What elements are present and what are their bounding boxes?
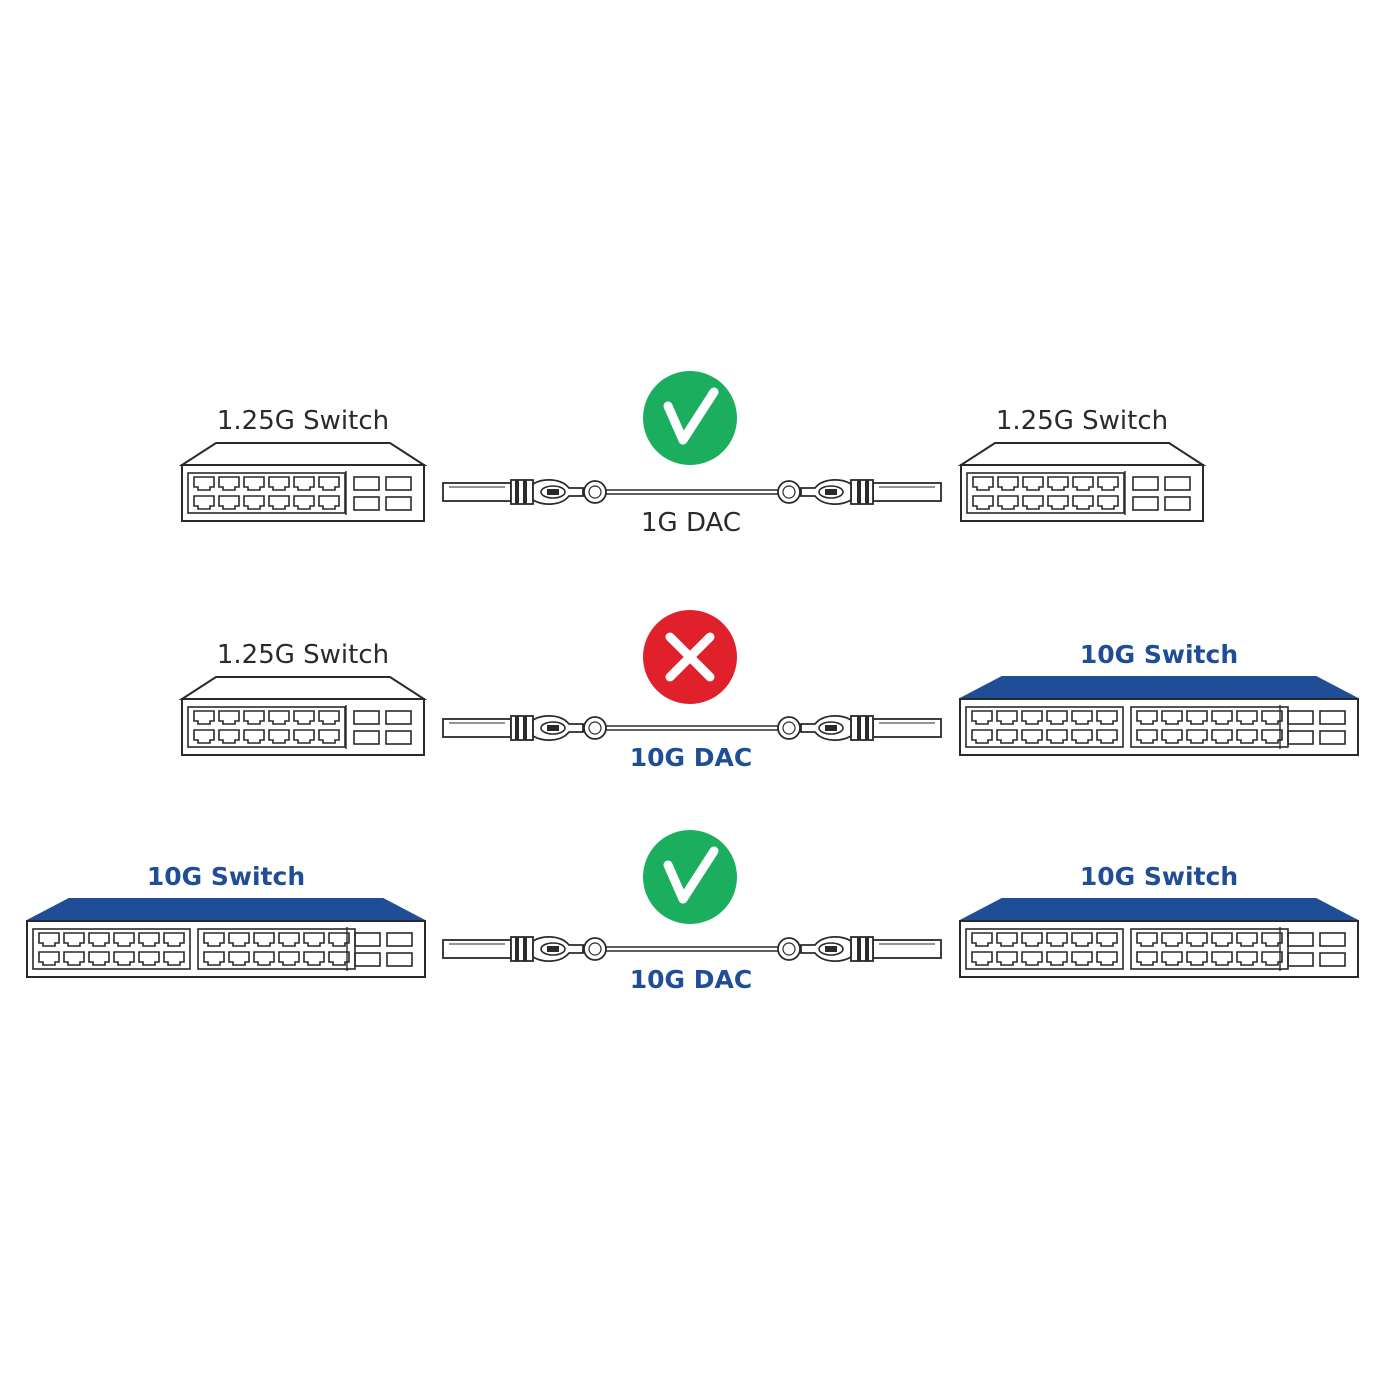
port-bank xyxy=(1130,928,1289,970)
dac-connector-right xyxy=(777,479,942,505)
switch-left-label: 1.25G Switch xyxy=(217,640,389,670)
dac-cable xyxy=(442,479,942,505)
dac-cable xyxy=(442,936,942,962)
switch-left-label: 10G Switch xyxy=(147,862,305,891)
switch-body xyxy=(960,464,1204,522)
row-1: 1.25G Switch 1.25G Switch 1G DAC xyxy=(178,371,1207,538)
port-bank xyxy=(187,706,346,748)
switch-top xyxy=(178,676,428,700)
cable-label: 10G DAC xyxy=(630,743,752,772)
switch-left xyxy=(178,676,428,756)
port-bank xyxy=(965,928,1124,970)
cross-mark xyxy=(665,632,715,682)
dac-connector-left xyxy=(442,715,607,741)
switch-right-label: 1.25G Switch xyxy=(996,406,1168,436)
check-icon xyxy=(643,371,737,465)
dac-connector-left xyxy=(442,936,607,962)
switch-right xyxy=(959,676,1359,756)
port-bank xyxy=(187,472,346,514)
port-bank xyxy=(1130,706,1289,748)
switch-left-label: 1.25G Switch xyxy=(217,406,389,436)
switch-body xyxy=(181,698,425,756)
switch-left xyxy=(26,898,426,978)
dac-connector-right xyxy=(777,715,942,741)
status-badge xyxy=(643,830,737,924)
check-icon xyxy=(643,830,737,924)
switch-right xyxy=(959,898,1359,978)
switch-top xyxy=(959,898,1359,922)
dac-connector-left xyxy=(442,479,607,505)
port-bank xyxy=(966,472,1125,514)
check-mark xyxy=(663,387,719,445)
switch-top xyxy=(957,442,1207,466)
switch-right-label: 10G Switch xyxy=(1080,862,1238,891)
cable-label: 1G DAC xyxy=(641,508,741,538)
switch-left xyxy=(178,442,428,522)
switch-top xyxy=(959,676,1359,700)
status-badge xyxy=(643,371,737,465)
dac-cable xyxy=(442,715,942,741)
switch-body xyxy=(959,920,1359,978)
switch-top xyxy=(178,442,428,466)
switch-right xyxy=(957,442,1207,522)
dac-connector-right xyxy=(777,936,942,962)
cross-icon xyxy=(643,610,737,704)
row-3: 10G Switch 10G Switch 10G DAC xyxy=(26,830,1359,994)
switch-body xyxy=(181,464,425,522)
port-bank xyxy=(197,928,356,970)
row-2: 1.25G Switch 10G Switch 10G DAC xyxy=(178,610,1359,772)
check-mark xyxy=(663,846,719,904)
port-bank xyxy=(32,928,191,970)
switch-top xyxy=(26,898,426,922)
port-bank xyxy=(965,706,1124,748)
switch-right-label: 10G Switch xyxy=(1080,640,1238,669)
cable-label: 10G DAC xyxy=(630,965,752,994)
switch-body xyxy=(26,920,426,978)
switch-body xyxy=(959,698,1359,756)
